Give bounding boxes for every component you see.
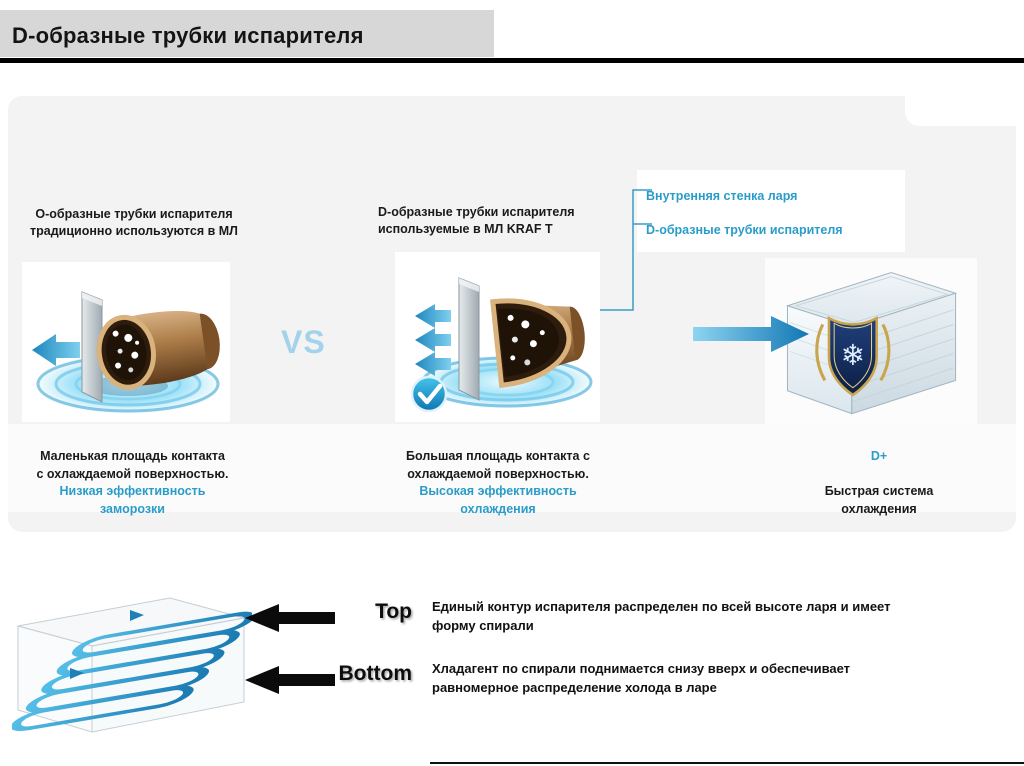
bottom-label: Bottom: [338, 662, 412, 685]
vs-label: VS: [281, 324, 326, 360]
d-tube-image: [410, 277, 595, 413]
header-strip: [0, 10, 494, 57]
heat-transfer-arrows-icon: [415, 304, 451, 376]
caption-band: [8, 424, 1016, 512]
top-label: Top: [375, 600, 412, 623]
o-tube-illustration: [22, 262, 230, 422]
bottom-pointer-arrow-icon: [245, 666, 335, 694]
left-flow-arrow-icon: [32, 334, 80, 366]
freezer-image: ❄: [785, 271, 958, 415]
d-tube-caption: Большая площадь контакта с охлаждаемой п…: [378, 430, 618, 537]
page-title: D-образные трубки испарителя: [12, 23, 364, 48]
panel-notch: [905, 96, 1016, 126]
shield-icon: ❄: [815, 315, 891, 397]
freezer-caption: D+ Быстрая система охлаждения: [795, 430, 963, 519]
freezer-caption-text: Быстрая система охлаждения: [824, 484, 934, 516]
o-tube-caption-highlight: Низкая эффективность заморозки: [59, 484, 206, 516]
d-tube-heading: D-образные трубки испарителя используемы…: [378, 205, 575, 236]
top-pointer-arrow-icon: [245, 604, 335, 632]
coil-flow-arrow-icon: [130, 610, 144, 621]
o-tube-caption: Маленькая площадь контакта с охлаждаемой…: [5, 430, 260, 537]
d-tube-caption-text: Большая площадь контакта с охлаждаемой п…: [406, 448, 590, 481]
freezer-illustration: ❄: [765, 258, 977, 424]
top-description: Единый контур испарителя распределен по …: [432, 599, 891, 633]
d-tube-caption-highlight: Высокая эффективность охлаждения: [419, 484, 577, 516]
d-tube-illustration: [395, 252, 600, 422]
label-connector-lines: [598, 189, 652, 311]
d-tubes-label: D-образные трубки испарителя: [646, 223, 843, 237]
result-arrow-icon: [693, 316, 809, 352]
o-tube-image: [32, 291, 222, 414]
snowflake-icon: ❄: [841, 340, 865, 372]
footer-divider: [430, 762, 1024, 764]
coil-loops: [12, 611, 252, 731]
spiral-coil-illustration: [12, 597, 252, 733]
inner-wall-label: Внутренняя стенка ларя: [646, 189, 798, 203]
check-icon: [410, 375, 448, 413]
coil-flow-arrow-icon: [70, 668, 84, 679]
bottom-description: Хладагент по спирали поднимается снизу в…: [432, 661, 851, 695]
label-background: [637, 170, 905, 252]
dplus-badge: D+: [870, 448, 888, 463]
o-tube-heading: О-образные трубки испарителя традиционно…: [30, 207, 238, 238]
header-divider: [0, 58, 1024, 63]
o-tube-caption-text: Маленькая площадь контакта с охлаждаемой…: [36, 448, 229, 481]
